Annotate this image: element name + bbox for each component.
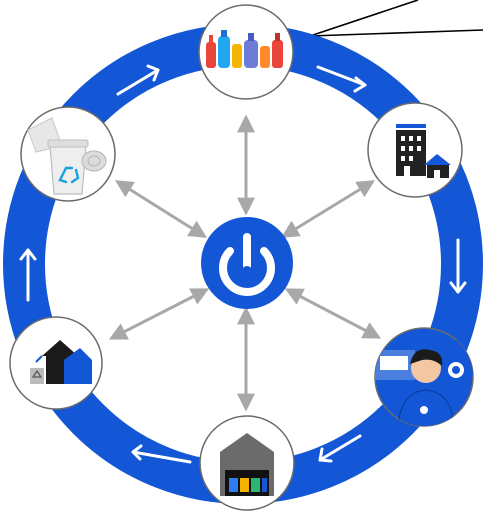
node-products xyxy=(198,4,294,100)
ring-arrow-1 xyxy=(116,64,160,96)
spoke-recycled xyxy=(114,180,208,238)
hub xyxy=(201,217,293,309)
node-collector xyxy=(374,327,474,427)
ring-arrow-4 xyxy=(318,434,362,463)
spoke-home xyxy=(108,288,210,340)
ring-arrow-3 xyxy=(449,238,467,294)
ring-arrow-2 xyxy=(316,65,367,93)
node-warehouse xyxy=(199,415,295,511)
ring-arrow-5 xyxy=(131,444,192,464)
warehouse-bins-icon xyxy=(220,433,274,496)
spokes xyxy=(108,114,382,412)
spoke-collector xyxy=(284,288,382,339)
power-logo-icon xyxy=(219,233,275,296)
callout-lines xyxy=(309,0,483,37)
node-buildings xyxy=(367,102,463,198)
recycling-house-icon xyxy=(30,340,92,384)
ring-arrow-6 xyxy=(19,248,37,302)
recycling-bin-icon xyxy=(27,117,107,195)
ring-arrows xyxy=(19,64,467,464)
node-recycled xyxy=(20,106,116,202)
spoke-buildings xyxy=(280,180,376,238)
node-sorting-home xyxy=(9,316,103,410)
buildings-icon xyxy=(396,124,451,178)
bottles-icon xyxy=(206,30,283,68)
